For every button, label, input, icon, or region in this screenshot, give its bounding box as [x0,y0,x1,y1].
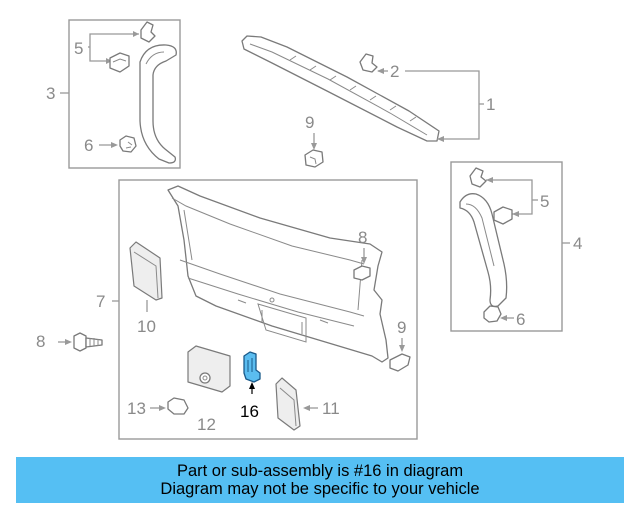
info-banner: Part or sub-assembly is #16 in diagram D… [16,457,624,503]
callout-4: 4 [573,234,582,253]
push-pin-6-left [119,135,137,153]
pillar-trim-4 [459,193,508,308]
callout-6-left: 6 [84,136,93,155]
bracket-9 [389,353,411,372]
callout-1: 1 [486,95,495,114]
screw-15 [167,397,189,415]
clip-2 [359,53,378,73]
banner-line-1: Part or sub-assembly is #16 in diagram [176,462,464,480]
bolt-10 [73,332,87,352]
callout-10: 8 [36,332,45,351]
callout-2: 2 [390,62,399,81]
callout-15: 13 [127,399,146,418]
callout-8: 8 [358,228,367,247]
group-box-7 [118,179,418,440]
callout-5-left: 5 [74,39,83,58]
banner-line-2: Diagram may not be specific to your vehi… [160,480,480,498]
callout-9: 9 [397,318,406,337]
callout-13: 11 [322,399,340,418]
retainer-clip-5-upper [140,21,156,43]
group-box-3 [68,19,181,169]
callout-12: 10 [137,317,156,336]
callout-6-right: 6 [516,310,525,329]
retainer-clip-5-lower [109,52,130,73]
side-cover-13 [275,377,301,431]
callout-16: 16 [240,402,259,421]
side-cover-12 [129,241,163,301]
callout-3: 3 [46,84,55,103]
callout-14: 12 [197,415,216,434]
liftgate-trim-panel-7 [167,185,389,363]
callout-5-right: 5 [540,192,549,211]
callout-11: 9 [305,113,314,132]
push-pin-6-right [483,305,502,323]
clip-8 [353,265,371,281]
retainer-clip-5-right-upper [469,167,487,188]
access-cover-14 [187,345,231,393]
retainer-clip-5-right-lower [493,206,513,225]
parts-diagram: 3 5 6 2 1 9 4 5 6 [36,19,582,440]
callout-7: 7 [96,292,105,311]
group-box-4 [450,161,563,332]
pillar-trim-3 [139,44,177,164]
liftgate-garnish-1 [241,35,440,142]
